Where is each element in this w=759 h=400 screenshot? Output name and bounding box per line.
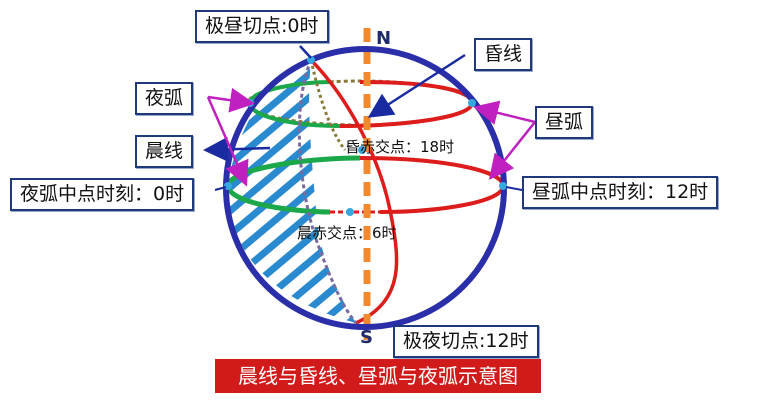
dusk-equator-point-label: 昏赤交点：18时 [345, 138, 455, 156]
polar-day-tangent-label: 极昼切点:0时 [195, 10, 329, 43]
dawn-line [297, 59, 358, 324]
dusk-line-label: 昏线 [474, 38, 533, 71]
dawn-equator-point-label: 晨赤交点：6时 [297, 224, 397, 242]
polar-night-tangent-label: 极夜切点:12时 [393, 325, 539, 358]
night-hatch-region [228, 60, 356, 323]
diagram-title: 晨线与昏线、昼弧与夜弧示意图 [215, 359, 541, 393]
dawn-equator-point [346, 208, 354, 216]
pointer-night-arc-1 [207, 87, 255, 113]
pointer-polar-day [299, 45, 312, 59]
day-midpoint [499, 182, 507, 190]
pointer-night-arc-2 [206, 96, 249, 187]
pointer-night-midpoint [214, 186, 227, 191]
pointer-dusk-line [367, 53, 466, 118]
pointer-day-arc-1 [473, 100, 536, 125]
south-label: S [360, 327, 373, 348]
day-arc-label: 昼弧 [535, 106, 594, 139]
dusk-equator-point [358, 146, 366, 154]
north-label: N [376, 28, 392, 49]
night-midpoint [224, 182, 232, 190]
day-arc-midpoint-label: 昼弧中点时刻：12时 [522, 176, 719, 209]
night-arc-label: 夜弧 [135, 82, 194, 115]
dusk-line [309, 58, 399, 325]
dawn-line-label: 晨线 [135, 135, 194, 168]
terminator-upper-dashed [309, 59, 347, 151]
pointer-dawn-line [203, 136, 271, 162]
upper-right-point [468, 99, 476, 107]
pointer-day-arc-2 [488, 121, 536, 180]
night-arc-middle-front [225, 185, 331, 215]
night-arc-midpoint-label: 夜弧中点时刻：0时 [10, 178, 195, 211]
polar-day-tangent-point [307, 56, 315, 64]
pointer-day-midpoint [505, 186, 523, 191]
